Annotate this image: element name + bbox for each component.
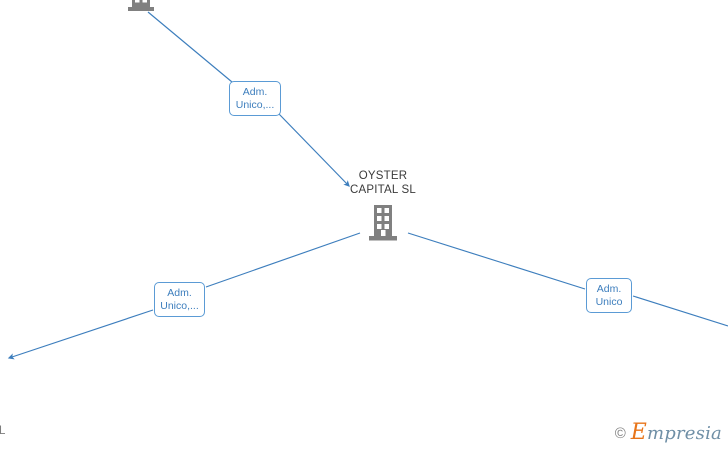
building-icon (128, 0, 154, 11)
center-node-title: OYSTER CAPITAL SL (333, 169, 433, 197)
edge-label-to-center-arrow (278, 113, 350, 187)
copyright-icon: © (614, 424, 626, 442)
building-icon (369, 205, 397, 241)
bottom-left-clipped-label: L (0, 425, 6, 437)
edge-label-top-line1: Adm. (242, 85, 268, 98)
edge-label-right-line2: Unico (595, 295, 623, 308)
center-node-title-line2: CAPITAL SL (350, 184, 416, 196)
edge-label-right[interactable]: Adm. Unico (586, 278, 632, 313)
edge-label-right-line1: Adm. (596, 282, 622, 295)
empresia-watermark: © Empresia (615, 422, 722, 444)
edge-center-to-left-label (205, 232, 361, 288)
edge-label-left[interactable]: Adm. Unico,... (154, 282, 205, 317)
edge-left-label-to-offcanvas-arrow (7, 309, 154, 360)
brand-initial: E (630, 420, 648, 445)
edge-label-top-line2: Unico,... (235, 98, 275, 111)
center-node-title-line1: OYSTER (358, 170, 408, 182)
top-left-company-icon[interactable] (124, 0, 158, 17)
edge-label-left-line2: Unico,... (160, 299, 199, 312)
edge-center-to-right-label (407, 232, 586, 290)
edge-topleft-to-label (147, 11, 233, 83)
brand-rest: mpresia (647, 423, 722, 444)
center-company-icon[interactable] (366, 204, 400, 247)
edge-label-left-line1: Adm. (167, 286, 192, 299)
brand-wordmark: Empresia (631, 422, 722, 444)
edge-right-label-to-offcanvas (632, 295, 728, 327)
edge-label-top[interactable]: Adm. Unico,... (229, 81, 281, 116)
